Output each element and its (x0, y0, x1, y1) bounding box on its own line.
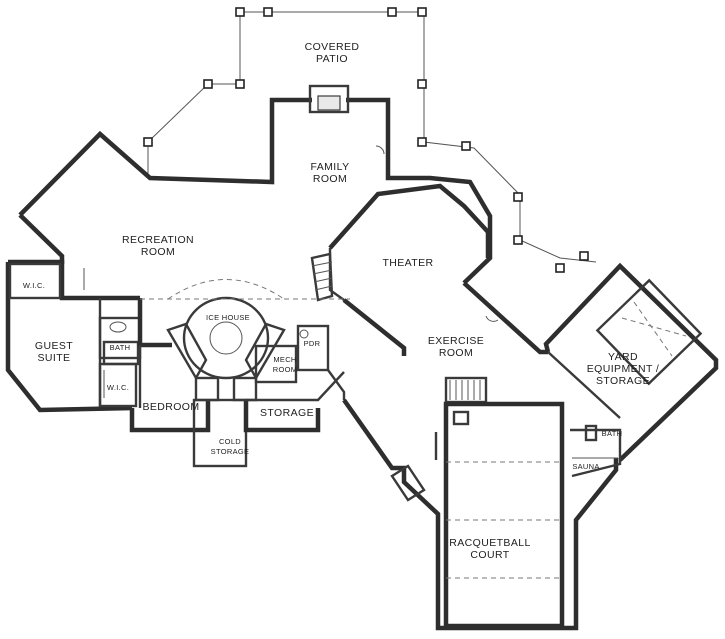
label-family-room-1: FAMILY (311, 161, 350, 173)
label-exercise-room-2: ROOM (439, 347, 473, 359)
label-yard-storage-3: STORAGE (596, 375, 650, 387)
label-exercise-room-1: EXERCISE (428, 335, 484, 347)
patio-posts (143, 7, 589, 273)
label-bedroom: BEDROOM (142, 401, 199, 413)
label-recreation-room-1: RECREATION (122, 234, 194, 246)
label-covered-patio-2: PATIO (316, 53, 348, 65)
stair (310, 252, 334, 302)
label-bath-guest: BATH (110, 343, 131, 352)
label-theater: THEATER (382, 257, 433, 269)
label-wic-bottom: W.I.C. (107, 383, 129, 392)
label-cold-storage-2: STORAGE (211, 447, 250, 456)
covered-patio-outline (147, 11, 597, 263)
label-wic-top: W.I.C. (23, 281, 45, 290)
doors (83, 145, 499, 322)
label-yard-storage-1: YARD (608, 351, 638, 363)
central-block (129, 296, 346, 468)
yard-storage (543, 262, 719, 462)
label-yard-storage-2: EQUIPMENT / (587, 363, 659, 375)
label-racquetball-1: RACQUETBALL (449, 537, 530, 549)
label-racquetball-2: COURT (470, 549, 509, 561)
label-mech-room-2: ROOM (273, 365, 298, 374)
label-family-room-2: ROOM (313, 173, 347, 185)
label-bath-sauna: BATH (602, 429, 623, 438)
bath-sauna (570, 424, 622, 478)
exterior-walls (18, 84, 548, 356)
label-mech-room-1: MECH (273, 355, 296, 364)
label-storage: STORAGE (260, 407, 314, 419)
label-pdr: PDR (304, 339, 321, 348)
exercise-racquet (342, 376, 619, 631)
guest-wing (5, 259, 142, 413)
label-cold-storage-1: COLD (219, 437, 241, 446)
label-ice-house: ICE HOUSE (206, 313, 250, 322)
label-recreation-room-2: ROOM (141, 246, 175, 258)
label-guest-suite-1: GUEST (35, 340, 73, 352)
label-covered-patio-1: COVERED (305, 41, 360, 53)
label-sauna: SAUNA (572, 462, 599, 471)
ice-house-dome (167, 279, 285, 300)
label-guest-suite-2: SUITE (38, 352, 71, 364)
